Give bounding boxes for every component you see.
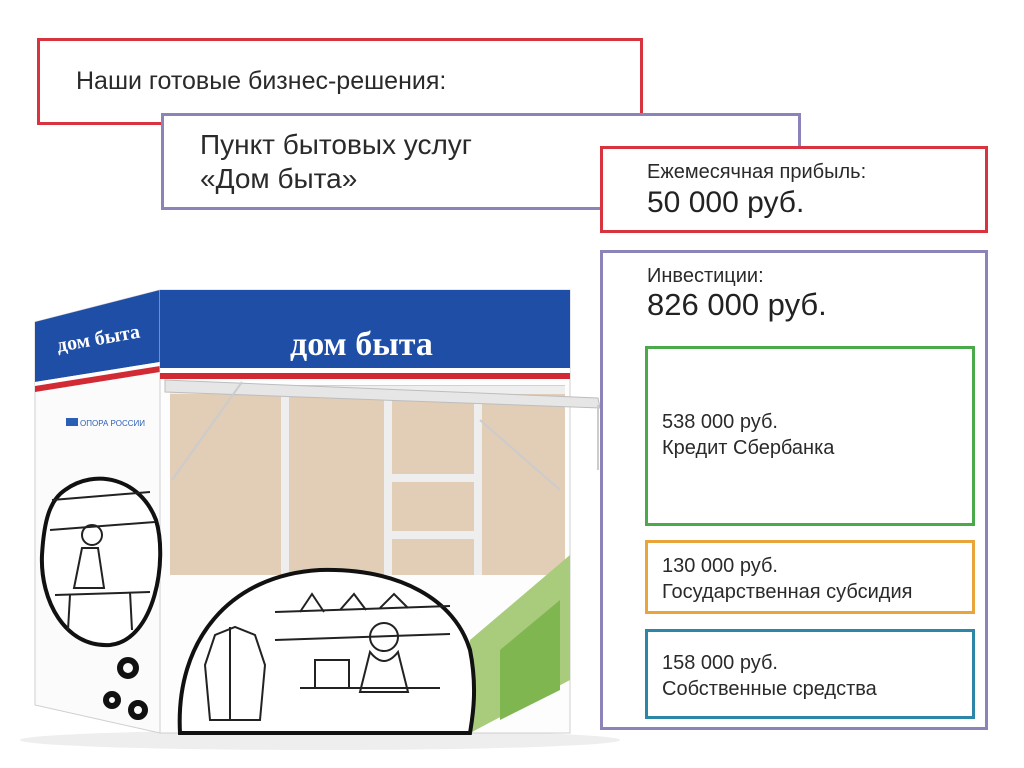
tailor-drawing [203,592,451,721]
investment-item-source: Государственная субсидия [662,581,913,603]
product-name: Пункт бытовых услуг «Дом быта» [200,129,473,194]
investment-item-amount: 538 000 руб. [662,411,778,433]
title-box: Наши готовые бизнес-решения: [37,38,643,125]
investment-item-amount: 130 000 руб. [662,555,778,577]
profit-box: Ежемесячная прибыль: 50 000 руб. [600,146,988,233]
profit-value: 50 000 руб. [647,186,805,219]
front-sign-text: дом быта [290,326,433,363]
investment-item-source: Кредит Сбербанка [662,437,835,459]
kiosk-illustration: дом быта ОПОРА РОССИИ дом быта [20,289,620,750]
brand-text: ОПОРА РОССИИ [80,419,145,428]
shoemaker-drawing [49,491,156,631]
investment-item-source: Собственные средства [662,678,877,700]
profit-label: Ежемесячная прибыль: [647,161,867,183]
kiosk-window [170,385,565,575]
front-sign [160,290,570,368]
investment-value: 826 000 руб. [647,287,827,322]
side-sign [35,290,160,382]
decor-rings [103,657,148,720]
page-title: Наши готовые бизнес-решения: [76,67,447,95]
investment-item-credit: 538 000 руб. Кредит Сбербанка [645,346,975,526]
investment-item-amount: 158 000 руб. [662,652,778,674]
brand-logo-icon [66,418,78,426]
side-stripe [35,366,160,392]
investment-item-subsidy: 130 000 руб. Государственная субсидия [645,540,975,614]
investment-label: Инвестиции: [647,265,764,287]
front-stripe [160,373,570,379]
investment-box: Инвестиции: 826 000 руб. 538 000 руб. Кр… [600,250,988,730]
investment-item-own-funds: 158 000 руб. Собственные средства [645,629,975,719]
